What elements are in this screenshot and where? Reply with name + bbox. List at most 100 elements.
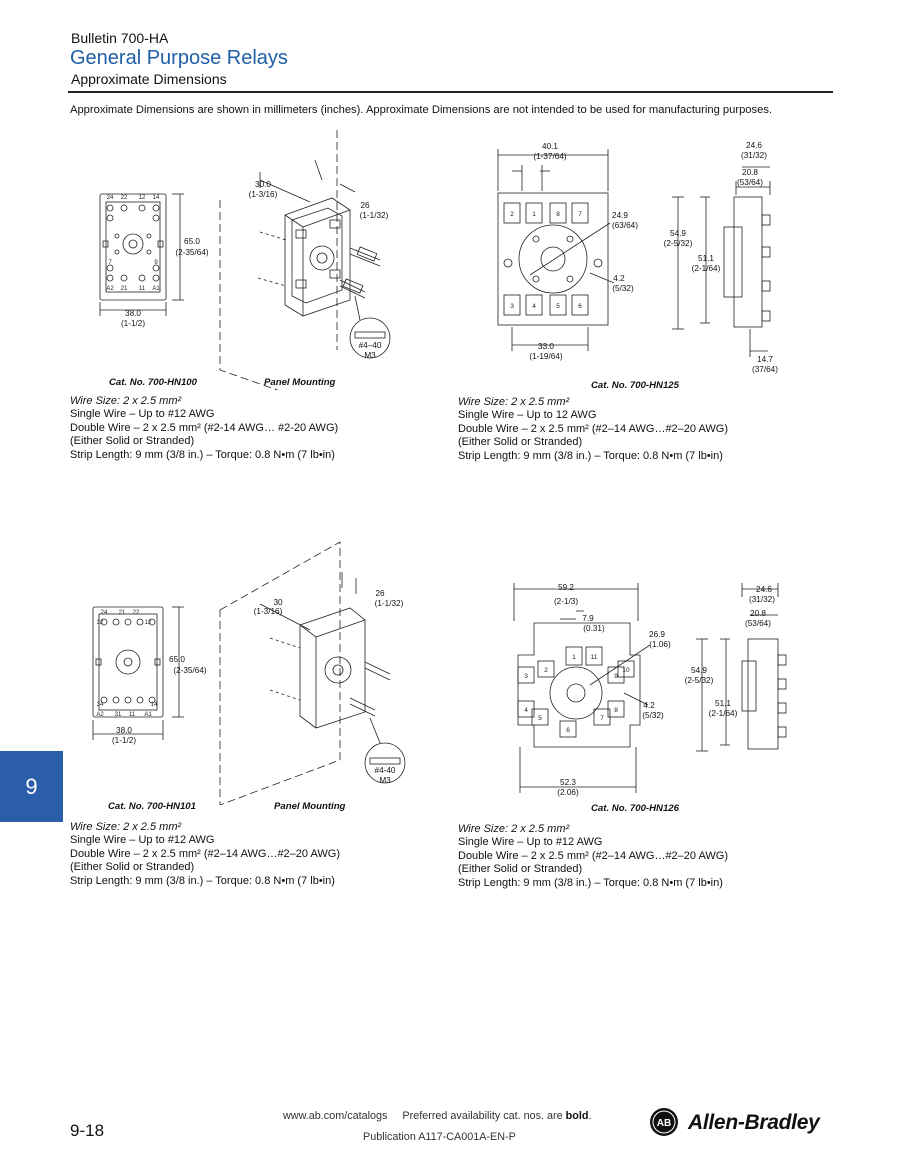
dim-h2-in: (2-1/64) (692, 264, 721, 273)
dim-height-in: (2-35/64) (175, 248, 208, 257)
double-wire: Double Wire – 2 x 2.5 mm² (#2–14 AWG…#2–… (70, 847, 341, 860)
pin-label: 24 (101, 610, 108, 616)
dim-side-in: (1-1/32) (375, 599, 404, 608)
logo-mark: AB (657, 1118, 671, 1129)
screw-metric: M3 (364, 351, 376, 360)
pin-label: 6 (566, 727, 570, 734)
pin-label: 8 (556, 211, 560, 218)
pin-label: 12 (139, 195, 146, 201)
dim-depth-in: (1-3/16) (249, 190, 278, 199)
dim-w2-in: (1-19/64) (529, 352, 562, 361)
screw-size: #4-40 (375, 766, 396, 775)
single-wire: Single Wire – Up to #12 AWG (458, 836, 603, 849)
screw-metric: M3 (379, 776, 391, 785)
single-wire: Single Wire – Up to #12 AWG (70, 834, 215, 847)
dim-h2: 51.1 (698, 254, 714, 263)
pin-label: 14 (151, 702, 158, 708)
dim-a1: 24.9 (612, 211, 628, 220)
dim-d1: 24.6 (756, 585, 772, 594)
dim-hole: 4.2 (643, 701, 655, 710)
solid-stranded: (Either Solid or Stranded) (458, 436, 583, 449)
dim-hole: 4.2 (613, 274, 625, 283)
wire-size: Wire Size: 2 x 2.5 mm² (458, 396, 570, 408)
pin-label: 4 (532, 303, 536, 310)
pin-label: 3 (510, 303, 514, 310)
pin-label: A1 (152, 286, 160, 292)
dim-d3-in: (37/64) (752, 365, 778, 374)
preferred-note: Preferred availability cat. nos. are (402, 1110, 563, 1122)
dim-d3: 14.7 (757, 355, 773, 364)
pin-label: 1 (572, 654, 576, 661)
section-subtitle: Approximate Dimensions (71, 71, 227, 87)
pin-label: 7 (600, 715, 604, 722)
strip-length: Strip Length: 9 mm (3/8 in.) – Torque: 0… (458, 876, 723, 889)
dim-w2: 33.0 (538, 342, 554, 351)
pin-label: 24 (107, 195, 114, 201)
solid-stranded: (Either Solid or Stranded) (70, 861, 195, 874)
pin-label: 9 (154, 260, 158, 266)
pin-label: 10 (622, 667, 630, 674)
dim-w1-in: (2-1/3) (554, 597, 578, 606)
page-number: 9-18 (70, 1121, 105, 1140)
pin-label: A1 (144, 712, 152, 718)
diagram-700-hn101: 24 21 22 32 12 34 14 A2 31 11 A1 65.0 (2… (92, 541, 406, 805)
dim-w1: 40.1 (542, 142, 558, 151)
diagram-700-hn126: 1 11 10 2 9 3 4 8 5 7 6 59.2 (2-1/3) 7.9… (513, 583, 787, 797)
pin-label: 11 (591, 654, 598, 661)
solid-stranded: (Either Solid or Stranded) (458, 863, 583, 876)
dim-h1-in: (2-5/32) (685, 676, 714, 685)
pin-label: 7 (578, 211, 582, 218)
dim-side: 26 (375, 589, 385, 598)
footer-line: www.ab.com/catalogs Preferred availabili… (283, 1110, 591, 1122)
intro-text: Approximate Dimensions are shown in mill… (70, 104, 773, 116)
pin-label: A2 (96, 712, 104, 718)
dim-depth: 30.0 (255, 180, 271, 189)
dim-h1: 54.9 (670, 229, 686, 238)
header-divider (68, 91, 833, 93)
allen-bradley-logo-icon: AB (650, 1108, 678, 1136)
single-wire: Single Wire – Up to 12 AWG (458, 409, 597, 422)
dim-height: 65.0 (169, 655, 185, 664)
double-wire: Double Wire – 2 x 2.5 mm² (#2-14 AWG… #2… (70, 421, 339, 434)
pin-label: 4 (524, 707, 528, 714)
screw-size: #4–40 (359, 341, 382, 350)
pin-label: 21 (121, 286, 128, 292)
dim-hole-in: (5/32) (612, 284, 634, 293)
panel-mounting-label: Panel Mounting (274, 801, 346, 812)
wire-spec-700-hn100: Wire Size: 2 x 2.5 mm² Single Wire – Up … (70, 395, 338, 462)
page-title: General Purpose Relays (70, 47, 288, 69)
diagram-700-hn125: 2 1 8 7 3 4 5 6 40.1 (1-37/64) 24.6 (31/… (497, 141, 778, 374)
pin-label: 5 (538, 715, 542, 722)
pin-label: 3 (524, 673, 528, 680)
dim-h2: 51.1 (715, 699, 731, 708)
dim-h2-in: (2-1/64) (709, 709, 738, 718)
strip-length: Strip Length: 9 mm (3/8 in.) – Torque: 0… (70, 448, 335, 461)
pin-label: 21 (119, 610, 126, 616)
dim-width: 38.0 (125, 309, 141, 318)
pin-label: 5 (556, 303, 560, 310)
dim-h1-in: (2-5/32) (664, 239, 693, 248)
dim-w2-in: (2.06) (557, 788, 579, 797)
pin-label: 8 (614, 707, 618, 714)
pin-label: 2 (544, 667, 548, 674)
dim-w1-in: (1-37/64) (533, 152, 566, 161)
pin-label: 11 (139, 286, 146, 292)
pin-label: 1 (532, 211, 536, 218)
strip-length: Strip Length: 9 mm (3/8 in.) – Torque: 0… (458, 449, 723, 462)
double-wire: Double Wire – 2 x 2.5 mm² (#2–14 AWG…#2–… (458, 422, 729, 435)
wire-spec-700-hn125: Wire Size: 2 x 2.5 mm² Single Wire – Up … (458, 396, 728, 463)
pin-label: 12 (145, 620, 152, 626)
dim-depth-in: (1-3/16) (254, 607, 283, 616)
dim-height-in: (2-35/64) (173, 666, 206, 675)
dim-height: 65.0 (184, 237, 200, 246)
pin-label: 22 (121, 195, 128, 201)
dim-p-in: (0.31) (583, 624, 605, 633)
dim-d1-in: (31/32) (749, 595, 775, 604)
pin-label: 31 (115, 712, 122, 718)
pin-label: 9 (614, 673, 618, 680)
diagram-700-hn100: 24 22 12 14 7 9 A2 21 11 A1 65.0 (2-35/6… (99, 130, 391, 390)
pin-label: 34 (97, 702, 104, 708)
preferred-period: . (588, 1110, 592, 1122)
catalog-url[interactable]: www.ab.com/catalogs (283, 1110, 388, 1122)
brand-name: Allen-Bradley (688, 1111, 820, 1134)
